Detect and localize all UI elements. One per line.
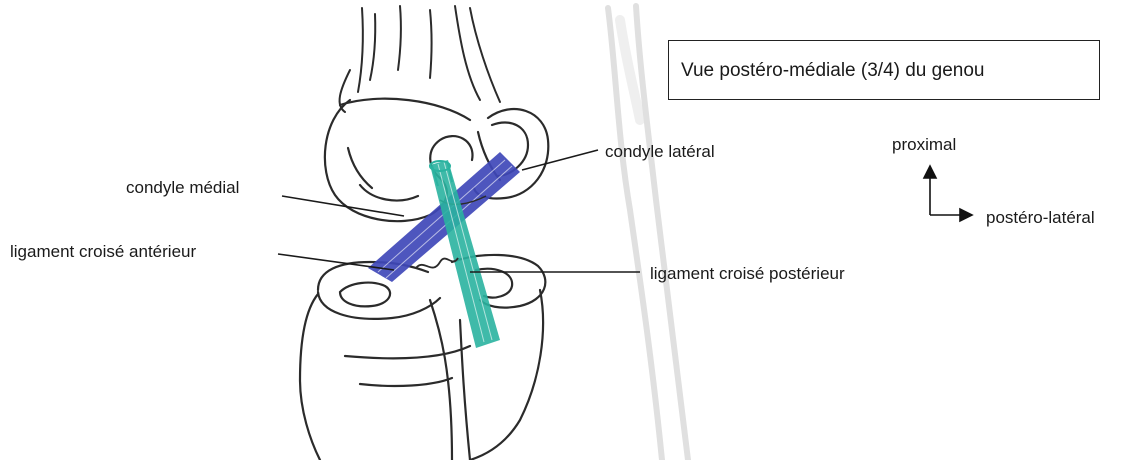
label-pcl: ligament croisé postérieur	[650, 264, 845, 284]
title-box: Vue postéro-médiale (3/4) du genou	[668, 40, 1100, 100]
label-acl: ligament croisé antérieur	[10, 242, 196, 262]
label-condyle-medial: condyle médial	[126, 178, 239, 198]
femur-outline	[340, 6, 500, 112]
orientation-label-posterolateral: postéro-latéral	[986, 208, 1095, 228]
diagram-title: Vue postéro-médiale (3/4) du genou	[681, 60, 985, 82]
orientation-label-proximal: proximal	[892, 135, 956, 155]
label-condyle-lateral: condyle latéral	[605, 142, 715, 162]
tibia-drawing	[300, 255, 545, 460]
orientation-arrows	[924, 166, 972, 221]
